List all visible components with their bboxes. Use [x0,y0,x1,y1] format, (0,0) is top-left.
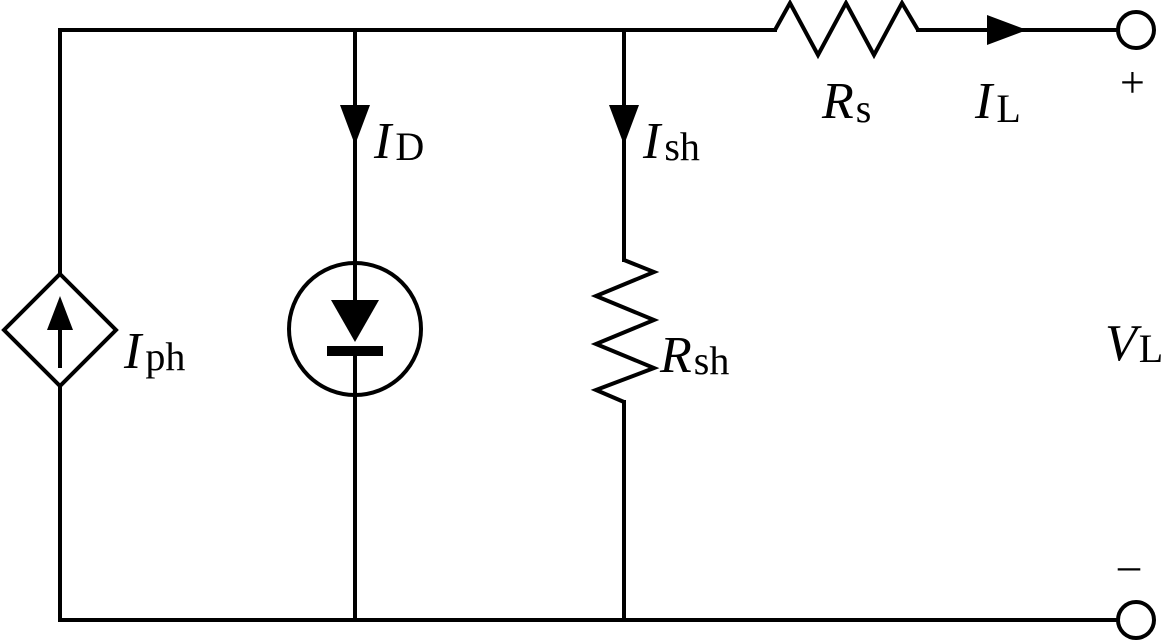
shunt-current-arrow-icon [609,105,639,145]
diode-bar [327,346,383,356]
diode-triangle-icon [331,300,379,342]
load-voltage-label: VL [1105,315,1163,372]
series-resistor-symbol [773,0,920,60]
positive-terminal-sign: + [1120,58,1145,107]
positive-terminal-node [1116,10,1156,50]
load-current-arrow-icon [987,15,1027,45]
diode-current-arrow-icon [340,105,370,145]
negative-terminal-node [1116,600,1156,640]
source-arrow-icon [47,296,73,330]
series-resistance-label: Rs [821,73,871,131]
dependent-current-source-symbol [1,271,119,389]
negative-terminal-sign: – [1117,541,1141,590]
shunt-resistance-label: Rsh [659,327,729,384]
shunt-resistor-symbol [590,258,660,404]
